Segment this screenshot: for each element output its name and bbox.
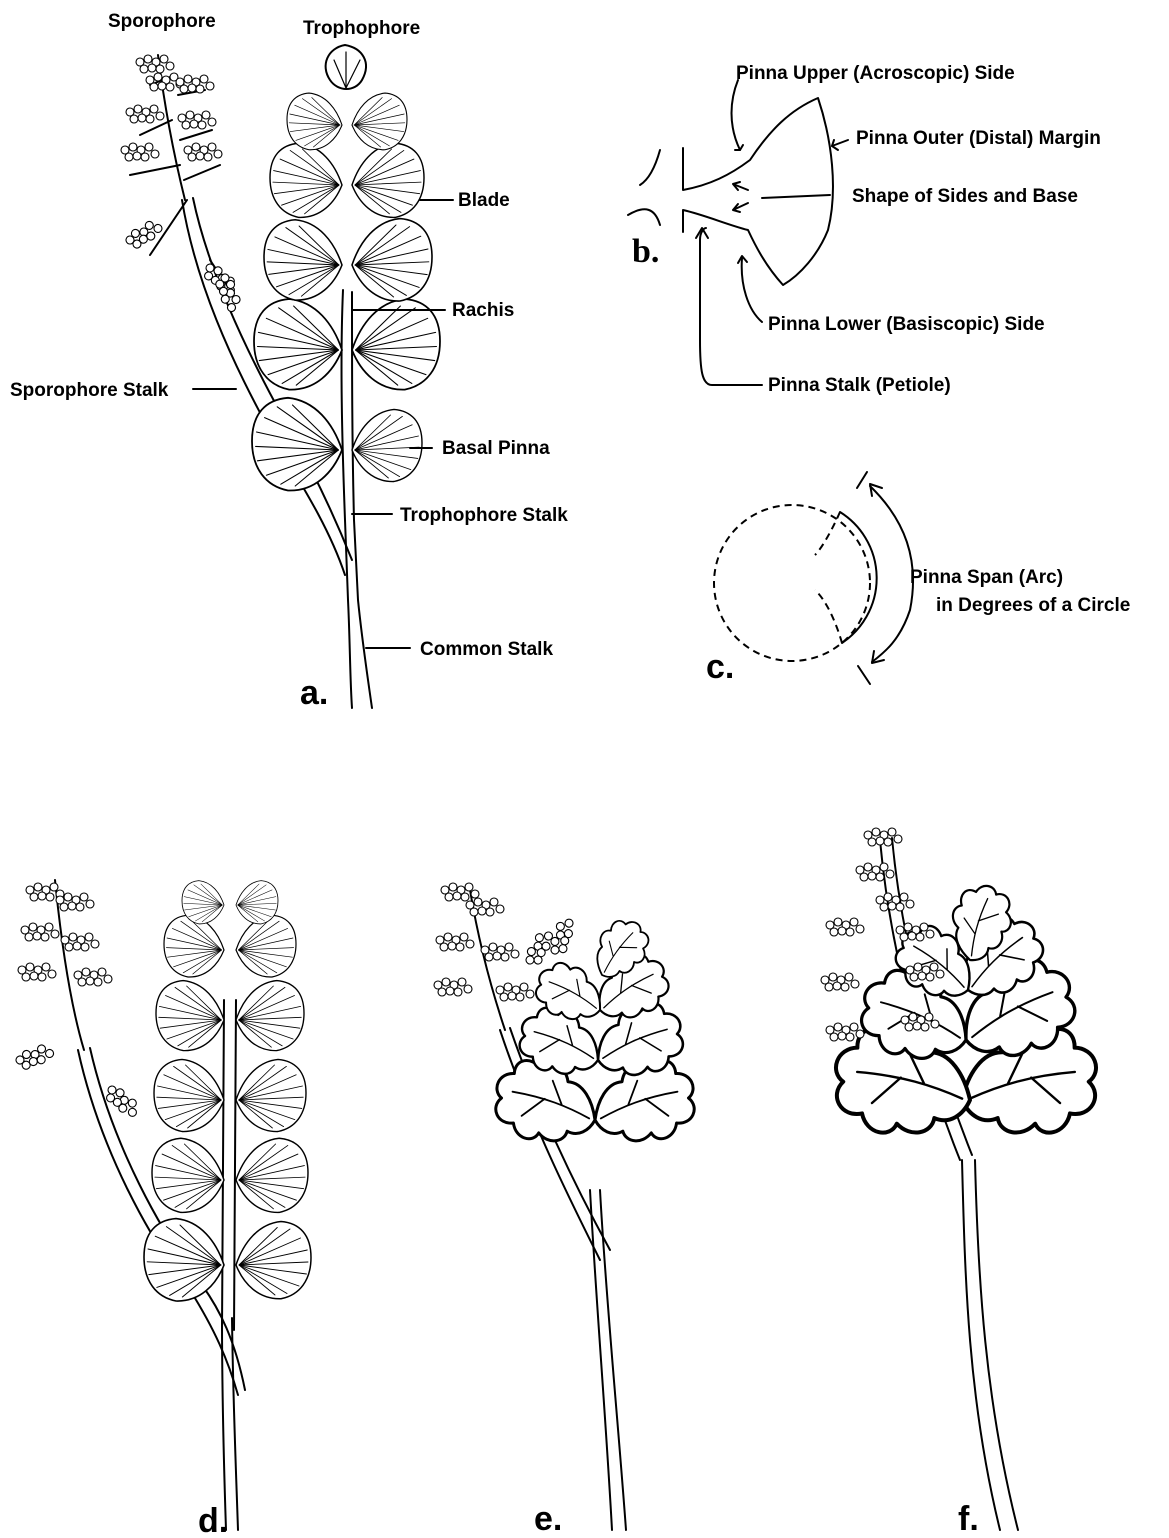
panel-a: Sporophore Trophophore Blade Rachis Spor… [10, 11, 568, 712]
label-upper-side: Pinna Upper (Acroscopic) Side [736, 63, 1015, 84]
label-trophophore-stalk: Trophophore Stalk [400, 505, 568, 526]
trophophore-icon [252, 45, 440, 491]
label-rachis: Rachis [452, 300, 514, 321]
label-blade: Blade [458, 190, 510, 211]
panel-c: Pinna Span (Arc) in Degrees of a Circle … [706, 472, 1130, 686]
panel-f: f. [821, 828, 1106, 1538]
panel-letter-e: e. [534, 1500, 562, 1538]
fern-frond-icon [826, 878, 1106, 1147]
panel-letter-a: a. [300, 674, 328, 712]
sporophore-icon [121, 55, 243, 314]
sporophore-icon [14, 880, 143, 1120]
label-span-line1: Pinna Span (Arc) [910, 567, 1063, 588]
panel-letter-f: f. [958, 1500, 979, 1538]
label-lower-side: Pinna Lower (Basiscopic) Side [768, 314, 1045, 335]
label-outer-margin: Pinna Outer (Distal) Margin [856, 128, 1101, 149]
panel-e: e. [434, 883, 704, 1538]
label-trophophore: Trophophore [303, 18, 420, 39]
panel-d: d. [14, 880, 311, 1538]
label-span-line2: in Degrees of a Circle [936, 595, 1130, 616]
trophophore-icon [144, 881, 311, 1301]
panel-letter-d: d. [198, 1502, 228, 1538]
label-sporophore-stalk: Sporophore Stalk [10, 380, 169, 401]
label-sporophore: Sporophore [108, 11, 216, 32]
panel-b: Pinna Upper (Acroscopic) Side Pinna Oute… [628, 63, 1101, 396]
panel-letter-b: b. [632, 233, 659, 270]
panel-letter-c: c. [706, 648, 734, 686]
label-sides-base: Shape of Sides and Base [852, 186, 1078, 207]
label-stalk: Pinna Stalk (Petiole) [768, 375, 951, 396]
label-common-stalk: Common Stalk [420, 639, 553, 660]
fern-frond-icon [486, 911, 704, 1155]
label-basal-pinna: Basal Pinna [442, 438, 550, 459]
